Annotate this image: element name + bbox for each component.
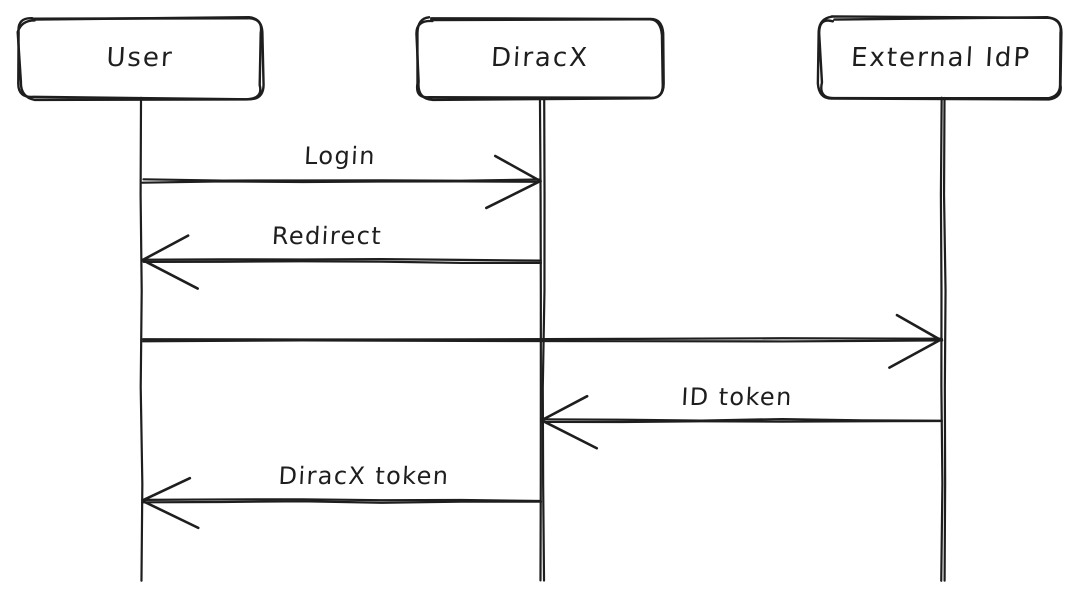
actor-box-diracx-second-stroke	[415, 18, 664, 102]
arrowhead-redirect-upper	[141, 234, 190, 262]
arrowhead-redirect-lower	[141, 259, 199, 290]
message-line-diracx-token-second-stroke	[140, 500, 543, 504]
arrowhead-id-token-lower	[540, 419, 599, 450]
message-label-id-token: ID token	[680, 383, 794, 411]
actor-box-user-second-stroke	[16, 16, 263, 102]
message-line-user-to-idp[interactable]	[141, 337, 943, 341]
arrowhead-diracx-token-lower	[141, 499, 200, 530]
actor-label-diracx: DiracX	[489, 43, 590, 73]
message-label-login: Login	[303, 142, 377, 170]
message-label-redirect: Redirect	[271, 222, 383, 250]
arrowhead-diracx-token-upper	[142, 476, 192, 502]
message-label-diracx-token: DiracX token	[277, 462, 451, 490]
message-line-diracx-token[interactable]	[141, 498, 542, 503]
arrowhead-login-upper	[493, 154, 542, 183]
actor-label-external-idp: External IdP	[849, 43, 1032, 73]
message-line-login-second-stroke	[141, 180, 542, 184]
arrowhead-id-token-upper	[540, 394, 589, 422]
actor-label-user: User	[105, 43, 175, 73]
message-line-redirect-second-stroke	[142, 260, 543, 265]
message-line-user-to-idp-second-stroke	[141, 339, 944, 343]
actor-box-external-idp-second-stroke	[817, 16, 1062, 100]
message-line-id-token-second-stroke	[540, 419, 943, 424]
arrowhead-login-lower	[485, 179, 542, 210]
arrowhead-user-to-idp-lower	[888, 337, 943, 369]
lifeline-external-idp-second-stroke	[942, 96, 947, 582]
message-line-redirect[interactable]	[140, 257, 542, 262]
arrowhead-user-to-idp-upper	[895, 313, 943, 342]
